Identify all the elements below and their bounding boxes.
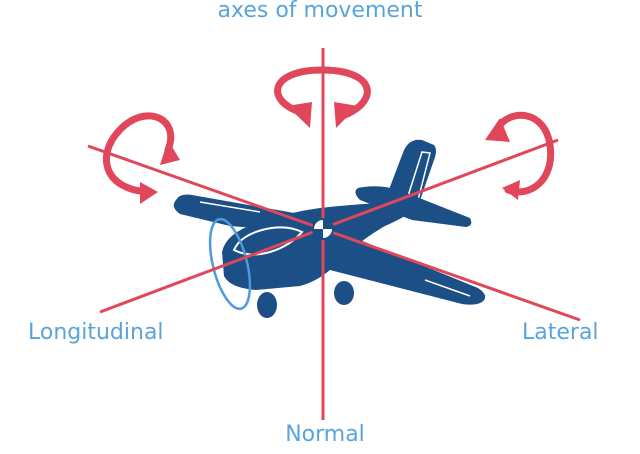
pitch-rotation-arrow-icon bbox=[485, 111, 555, 200]
lateral-axis-label: Lateral bbox=[522, 320, 599, 345]
fuselage bbox=[222, 202, 420, 290]
main-wheel bbox=[334, 281, 354, 305]
right-wing bbox=[330, 240, 486, 305]
airplane bbox=[173, 139, 486, 318]
longitudinal-axis-label: Longitudinal bbox=[28, 320, 164, 345]
normal-axis-label: Normal bbox=[285, 422, 365, 447]
cockpit-canopy bbox=[232, 226, 304, 256]
roll-rotation-arrow-icon bbox=[102, 112, 180, 204]
center-of-gravity-icon bbox=[312, 218, 334, 240]
longitudinal-axis-line bbox=[87, 144, 581, 322]
diagram-title: axes of movement bbox=[217, 0, 423, 23]
nose-wheel bbox=[257, 292, 277, 318]
